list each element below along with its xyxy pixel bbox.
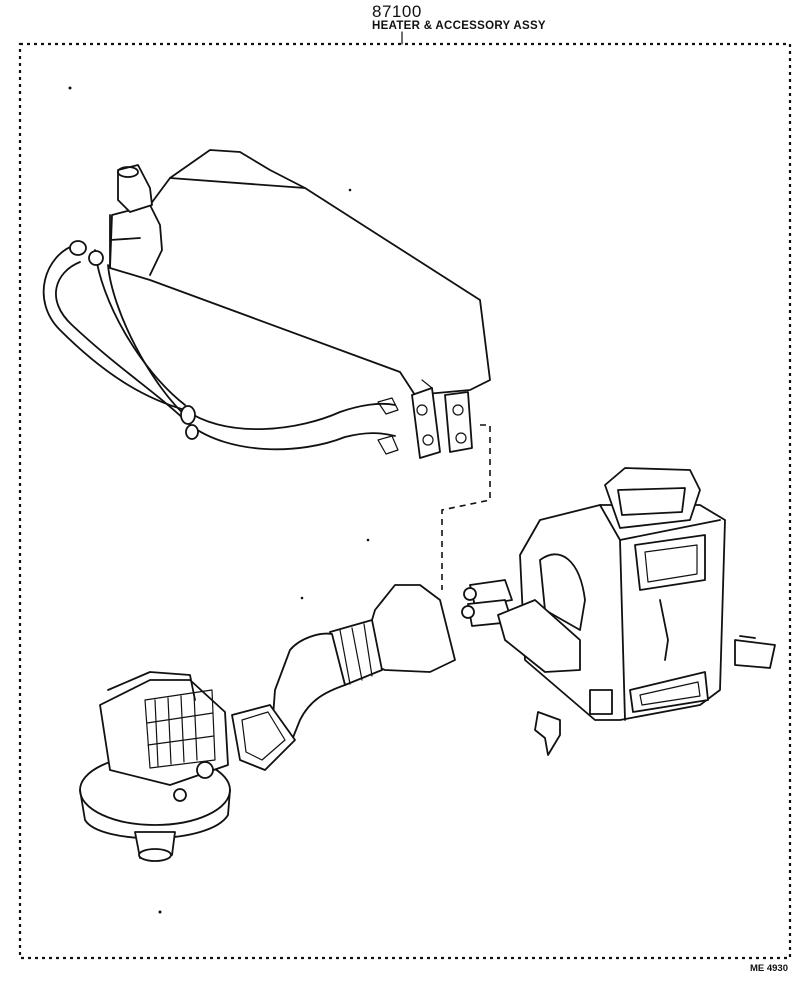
- reference-code-label: ME 4930: [749, 963, 788, 974]
- heater-tank: [109, 149, 491, 396]
- heater-hoses: [42, 237, 399, 455]
- grommet-plates: [411, 379, 473, 459]
- part-number-label: 87100: [372, 2, 422, 21]
- air-duct: [231, 584, 456, 771]
- assembly-boundary-frame: [18, 42, 792, 960]
- heater-unit: [461, 467, 726, 721]
- scan-specks: [68, 86, 370, 914]
- blower-motor-assy: [79, 671, 231, 862]
- part-name-label: HEATER & ACCESSORY ASSY: [372, 20, 546, 32]
- mounting-clips: [534, 635, 776, 756]
